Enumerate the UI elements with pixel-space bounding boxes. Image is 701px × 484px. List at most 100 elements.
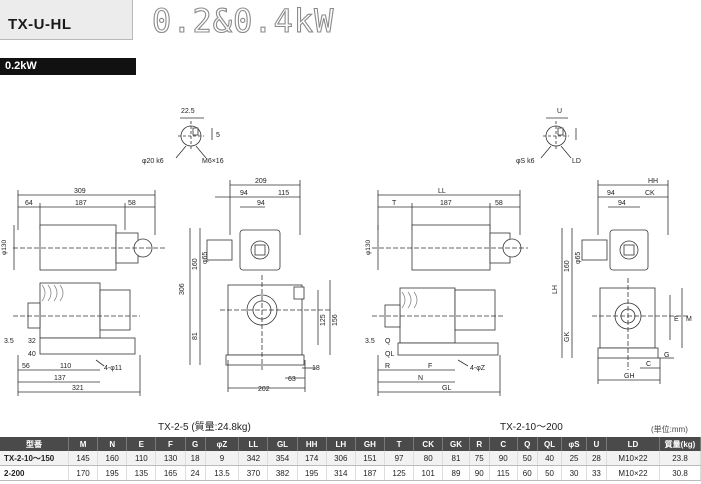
col-ld: LD bbox=[606, 437, 660, 451]
col-m: M bbox=[68, 437, 99, 451]
dim-5: 5 bbox=[216, 132, 220, 139]
dim-58: 58 bbox=[128, 200, 136, 207]
dim-ll: LL bbox=[438, 188, 446, 195]
cell: 382 bbox=[267, 465, 298, 481]
cell: M10×22 bbox=[606, 451, 660, 466]
dim-18: 18 bbox=[312, 365, 320, 372]
dim-gk: GK bbox=[564, 332, 571, 342]
dim-110: 110 bbox=[60, 363, 71, 370]
dim-m: M bbox=[686, 316, 692, 323]
cell: 30 bbox=[561, 465, 587, 481]
cell: 75 bbox=[469, 451, 490, 466]
dim-g: G bbox=[664, 352, 669, 359]
dim-gl: GL bbox=[442, 385, 451, 392]
cell: 81 bbox=[442, 451, 470, 466]
table-row: 2-200 170 195 135 165 24 13.5 370 382 19… bbox=[0, 465, 701, 481]
cell: 50 bbox=[537, 465, 563, 481]
cell: 9 bbox=[205, 451, 240, 466]
col-f: F bbox=[155, 437, 186, 451]
dim-137: 137 bbox=[54, 375, 66, 382]
shaft-detail-a: 22.5 5 φ20 k6 M6×16 bbox=[142, 108, 224, 165]
cell: 160 bbox=[97, 451, 128, 466]
cell: 314 bbox=[326, 465, 356, 481]
unit-note: (単位:mm) bbox=[651, 425, 688, 434]
right-front-view: LL T 187 58 φ130 3.5 Q QL R F N GL 4-φZ bbox=[365, 188, 528, 396]
cell: 25 bbox=[561, 451, 587, 466]
cell: 23.8 bbox=[659, 451, 701, 466]
dim-phi130: φ130 bbox=[1, 240, 8, 255]
dim-209: 209 bbox=[255, 178, 267, 185]
cell: 342 bbox=[238, 451, 269, 466]
cell: 18 bbox=[185, 451, 206, 466]
cell: 89 bbox=[442, 465, 470, 481]
col-hh: HH bbox=[297, 437, 327, 451]
dim-156: 156 bbox=[332, 314, 339, 326]
cell: 370 bbox=[238, 465, 269, 481]
dim-hole: 4-φ11 bbox=[104, 365, 122, 372]
dim-321: 321 bbox=[72, 385, 84, 392]
left-front-view: 309 64 187 58 φ130 3.5 32 40 56 110 137 … bbox=[1, 188, 165, 396]
dim-ck: CK bbox=[645, 190, 655, 197]
dim-63: 63 bbox=[288, 376, 296, 383]
dim-shaft-dia: φ20 k6 bbox=[142, 158, 164, 165]
dim-94d: 94 bbox=[618, 200, 626, 207]
cell: 90 bbox=[489, 451, 518, 466]
col-q: Q bbox=[517, 437, 538, 451]
col-u: U bbox=[586, 437, 608, 451]
col-phi-s: φS bbox=[561, 437, 587, 451]
cell: 28 bbox=[586, 451, 608, 466]
col-ql: QL bbox=[537, 437, 563, 451]
dim-phi65b: φ65 bbox=[575, 252, 582, 264]
cell: 151 bbox=[355, 451, 386, 466]
dim-306: 306 bbox=[179, 283, 186, 295]
cell: 80 bbox=[413, 451, 444, 466]
cell: 33 bbox=[586, 465, 608, 481]
dim-f: F bbox=[428, 363, 432, 370]
dim-94c: 94 bbox=[607, 190, 615, 197]
right-side-view: HH 94 CK 94 φ65 LH 160 GK E M G C bbox=[552, 178, 692, 384]
col-model: 型番 bbox=[0, 437, 69, 451]
dim-187b: 187 bbox=[440, 200, 452, 207]
cell: 60 bbox=[517, 465, 538, 481]
dim-202: 202 bbox=[258, 386, 270, 393]
col-c: C bbox=[489, 437, 518, 451]
dim-phi-s: φS k6 bbox=[516, 158, 535, 165]
dim-58b: 58 bbox=[495, 200, 503, 207]
dim-187: 187 bbox=[75, 200, 87, 207]
caption-right: TX-2-10〜200 bbox=[500, 422, 563, 433]
model-name: TX-U-HL bbox=[8, 16, 72, 33]
cell: 50 bbox=[517, 451, 538, 466]
cell: TX-2-10〜150 bbox=[0, 451, 69, 466]
dim-22-5: 22.5 bbox=[181, 108, 195, 115]
cell: 354 bbox=[267, 451, 298, 466]
cell: 115 bbox=[489, 465, 518, 481]
dim-3-5b: 3.5 bbox=[365, 338, 375, 345]
dim-lh: LH bbox=[552, 285, 559, 294]
col-gk: GK bbox=[442, 437, 470, 451]
header-title-box: TX-U-HL bbox=[0, 0, 133, 40]
dim-309: 309 bbox=[74, 188, 86, 195]
table-header-row: 型番 M N E F G φZ LL GL HH LH GH T CK GK R… bbox=[0, 437, 701, 451]
dim-phi130b: φ130 bbox=[365, 240, 372, 255]
cell: 145 bbox=[68, 451, 99, 466]
cell: M10×22 bbox=[606, 465, 660, 481]
dim-64: 64 bbox=[25, 200, 33, 207]
dim-u: U bbox=[557, 108, 562, 115]
cell: 306 bbox=[326, 451, 356, 466]
dim-32: 32 bbox=[28, 338, 36, 345]
cell: 2-200 bbox=[0, 465, 69, 481]
dim-3-5: 3.5 bbox=[4, 338, 14, 345]
dim-56: 56 bbox=[22, 363, 30, 370]
dim-hole-z: 4-φZ bbox=[470, 365, 486, 372]
dim-r: R bbox=[385, 363, 390, 370]
section-bar: 0.2kW bbox=[0, 58, 136, 75]
spec-table: 型番 M N E F G φZ LL GL HH LH GH T CK GK R… bbox=[0, 437, 701, 481]
dim-94b: 94 bbox=[257, 200, 265, 207]
dim-t: T bbox=[392, 200, 397, 207]
cell: 40 bbox=[537, 451, 563, 466]
shaft-detail-b: U φS k6 LD bbox=[516, 108, 581, 165]
cell: 165 bbox=[155, 465, 186, 481]
cell: 97 bbox=[384, 451, 415, 466]
cell: 187 bbox=[355, 465, 386, 481]
dim-160b: 160 bbox=[564, 260, 571, 272]
